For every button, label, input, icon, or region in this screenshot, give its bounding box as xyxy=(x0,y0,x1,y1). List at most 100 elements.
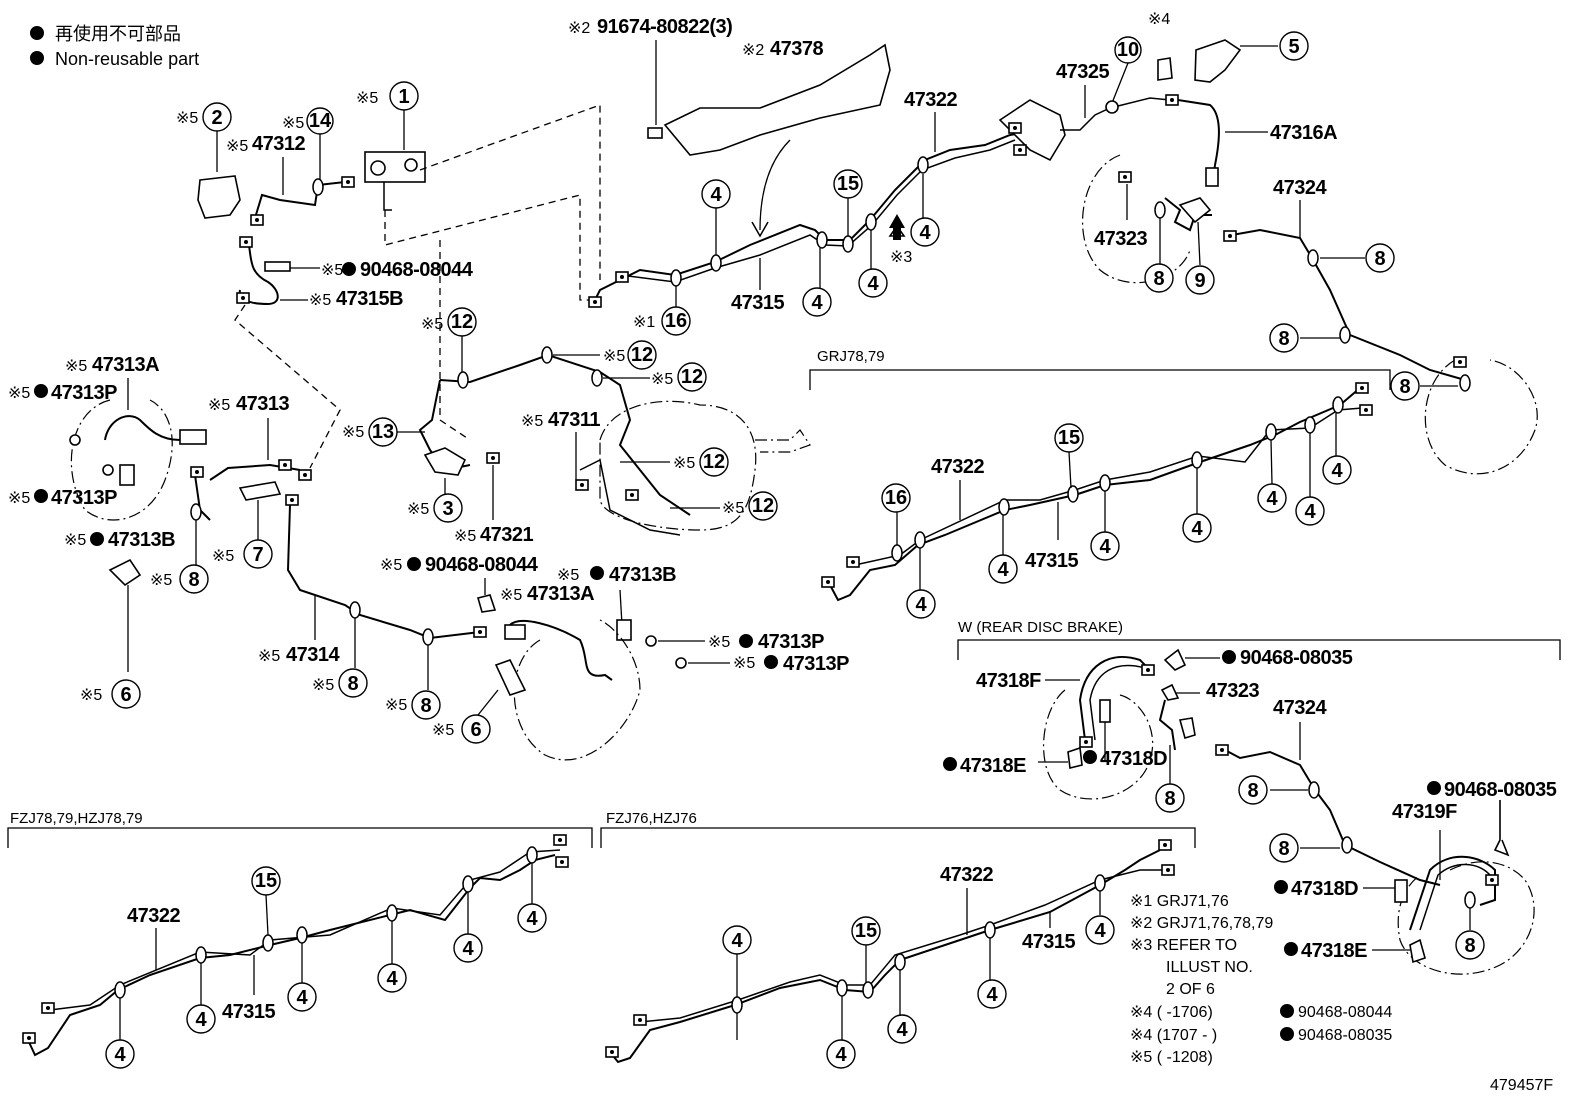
svg-text:1: 1 xyxy=(398,86,409,108)
note-3a: ※3 REFER TO xyxy=(1130,937,1237,954)
label-47322-b: 47322 xyxy=(931,456,984,478)
svg-text:※5: ※5 xyxy=(212,548,234,565)
label-90468-08035: 90468-08035 xyxy=(1240,647,1353,669)
svg-text:14: 14 xyxy=(309,110,332,132)
svg-text:5: 5 xyxy=(1288,36,1299,58)
front-left-assembly: ※5 1 ※5 2 ※5 47312 ※5 14 ※5 90468-08044 xyxy=(176,81,601,469)
label-47318E-b: 47318E xyxy=(1301,940,1367,962)
svg-text:※5: ※5 xyxy=(733,655,755,672)
svg-text:※5: ※5 xyxy=(432,722,454,739)
svg-text:※5: ※5 xyxy=(603,348,625,365)
front-right-lower: ※5 90468-08044 ※5 47313A ※5 47313B ※5 ※5… xyxy=(258,494,850,761)
bracket-2 xyxy=(197,175,241,219)
legend: 再使用不可部品 Non-reusable part xyxy=(30,24,199,69)
bullet-icon xyxy=(30,26,44,40)
svg-text:※5: ※5 xyxy=(309,292,331,309)
svg-text:10: 10 xyxy=(1117,39,1139,61)
section-label-fzj78: FZJ78,79,HZJ78,79 xyxy=(10,810,143,827)
svg-text:※5: ※5 xyxy=(312,677,334,694)
label-47322: 47322 xyxy=(904,89,957,111)
svg-text:13: 13 xyxy=(372,421,394,443)
svg-text:※5: ※5 xyxy=(226,138,248,155)
label-47378: 47378 xyxy=(770,38,823,60)
note-4b: ※4 (1707 - ) xyxy=(1130,1027,1217,1044)
callout-9 xyxy=(1185,265,1215,295)
svg-text:※5: ※5 xyxy=(557,567,579,584)
label-47318E: 47318E xyxy=(960,755,1026,777)
svg-text:※5: ※5 xyxy=(380,557,402,574)
section-rear-disc: W (REAR DISC BRAKE) 47318F 90468-08035 4… xyxy=(943,619,1561,975)
label-47318F: 47318F xyxy=(976,670,1041,692)
note-3c: 2 OF 6 xyxy=(1166,981,1215,998)
section-fzj76: FZJ76,HZJ76 47322 47315 xyxy=(600,810,1196,1069)
svg-text:※5: ※5 xyxy=(673,455,695,472)
svg-text:7: 7 xyxy=(252,544,263,566)
svg-text:※5: ※5 xyxy=(521,413,543,430)
svg-text:※5: ※5 xyxy=(708,634,730,651)
svg-text:※5: ※5 xyxy=(356,90,378,107)
bullet-icon xyxy=(30,51,44,65)
svg-text:※5: ※5 xyxy=(8,385,30,402)
label-47318D: 47318D xyxy=(1100,748,1167,770)
label-47321: 47321 xyxy=(480,524,533,546)
note-4b-part: 90468-08035 xyxy=(1298,1027,1392,1044)
label-47315-b: 47315 xyxy=(1025,550,1078,572)
note-2: ※2 GRJ71,76,78,79 xyxy=(1130,915,1273,932)
label-47315-d: 47315 xyxy=(1022,931,1075,953)
section-label-grj: GRJ78,79 xyxy=(817,348,885,365)
svg-text:2: 2 xyxy=(211,107,222,129)
svg-text:※5: ※5 xyxy=(64,532,86,549)
bracket-5 xyxy=(1194,39,1242,83)
svg-text:※5: ※5 xyxy=(454,528,476,545)
svg-text:※4: ※4 xyxy=(1148,11,1170,28)
label-90468-08044-b: 90468-08044 xyxy=(425,554,539,576)
label-47312: 47312 xyxy=(252,133,305,155)
svg-text:※5: ※5 xyxy=(150,572,172,589)
figure-id: 479457F xyxy=(1490,1077,1553,1094)
note-5: ※5 ( -1208) xyxy=(1130,1049,1213,1066)
label-47325: 47325 xyxy=(1056,61,1109,83)
label-90468-08044: 90468-08044 xyxy=(360,259,474,281)
callout-5 xyxy=(1279,31,1309,61)
junction-block xyxy=(998,99,1066,162)
label-47324-b: 47324 xyxy=(1273,697,1327,719)
note-3b: ILLUST NO. xyxy=(1166,959,1253,976)
label-47315-c: 47315 xyxy=(222,1001,275,1023)
label-47313P-d: 47313P xyxy=(783,653,849,675)
label-47311: 47311 xyxy=(548,409,600,431)
svg-text:※5: ※5 xyxy=(8,490,30,507)
svg-text:※5: ※5 xyxy=(80,687,102,704)
svg-text:※5: ※5 xyxy=(65,358,87,375)
label-47313B-b: 47313B xyxy=(609,564,676,586)
label-47315B: 47315B xyxy=(336,288,403,310)
legend-en: Non-reusable part xyxy=(55,49,199,69)
note-1: ※1 GRJ71,76 xyxy=(1130,893,1229,910)
legend-jp: 再使用不可部品 xyxy=(55,24,181,44)
label-47313: 47313 xyxy=(236,393,289,415)
svg-text:※5: ※5 xyxy=(342,424,364,441)
svg-text:※5: ※5 xyxy=(407,501,429,518)
svg-text:※5: ※5 xyxy=(208,397,230,414)
label-47316A: 47316A xyxy=(1270,122,1337,144)
label-90468-08035-b: 90468-08035 xyxy=(1444,779,1557,801)
section-fzj78: FZJ78,79,HZJ78,79 47322 47315 xyxy=(7,810,593,1069)
center-assembly: ※5 ※5 ※5 ※5 13 ※5 3 ※5 47321 ※5 47311 xyxy=(342,307,811,546)
callout-3 xyxy=(433,493,463,523)
label-47313P-a: 47313P xyxy=(51,382,117,404)
label-47313P-c: 47313P xyxy=(758,631,824,653)
heat-insulator xyxy=(663,43,891,156)
label-47318D-b: 47318D xyxy=(1291,878,1358,900)
label-47319F: 47319F xyxy=(1392,801,1457,823)
label-91674-80822: 91674-80822(3) xyxy=(597,16,732,38)
svg-text:※5: ※5 xyxy=(385,697,407,714)
label-47315: 47315 xyxy=(731,292,784,314)
label-47314: 47314 xyxy=(286,644,340,666)
label-47324: 47324 xyxy=(1273,177,1327,199)
svg-text:※5: ※5 xyxy=(258,648,280,665)
callout-7 xyxy=(243,539,273,569)
section-grj78: GRJ78,79 47322 47315 xyxy=(809,348,1391,619)
label-47313P-b: 47313P xyxy=(51,487,117,509)
label-47322-c: 47322 xyxy=(127,905,180,927)
